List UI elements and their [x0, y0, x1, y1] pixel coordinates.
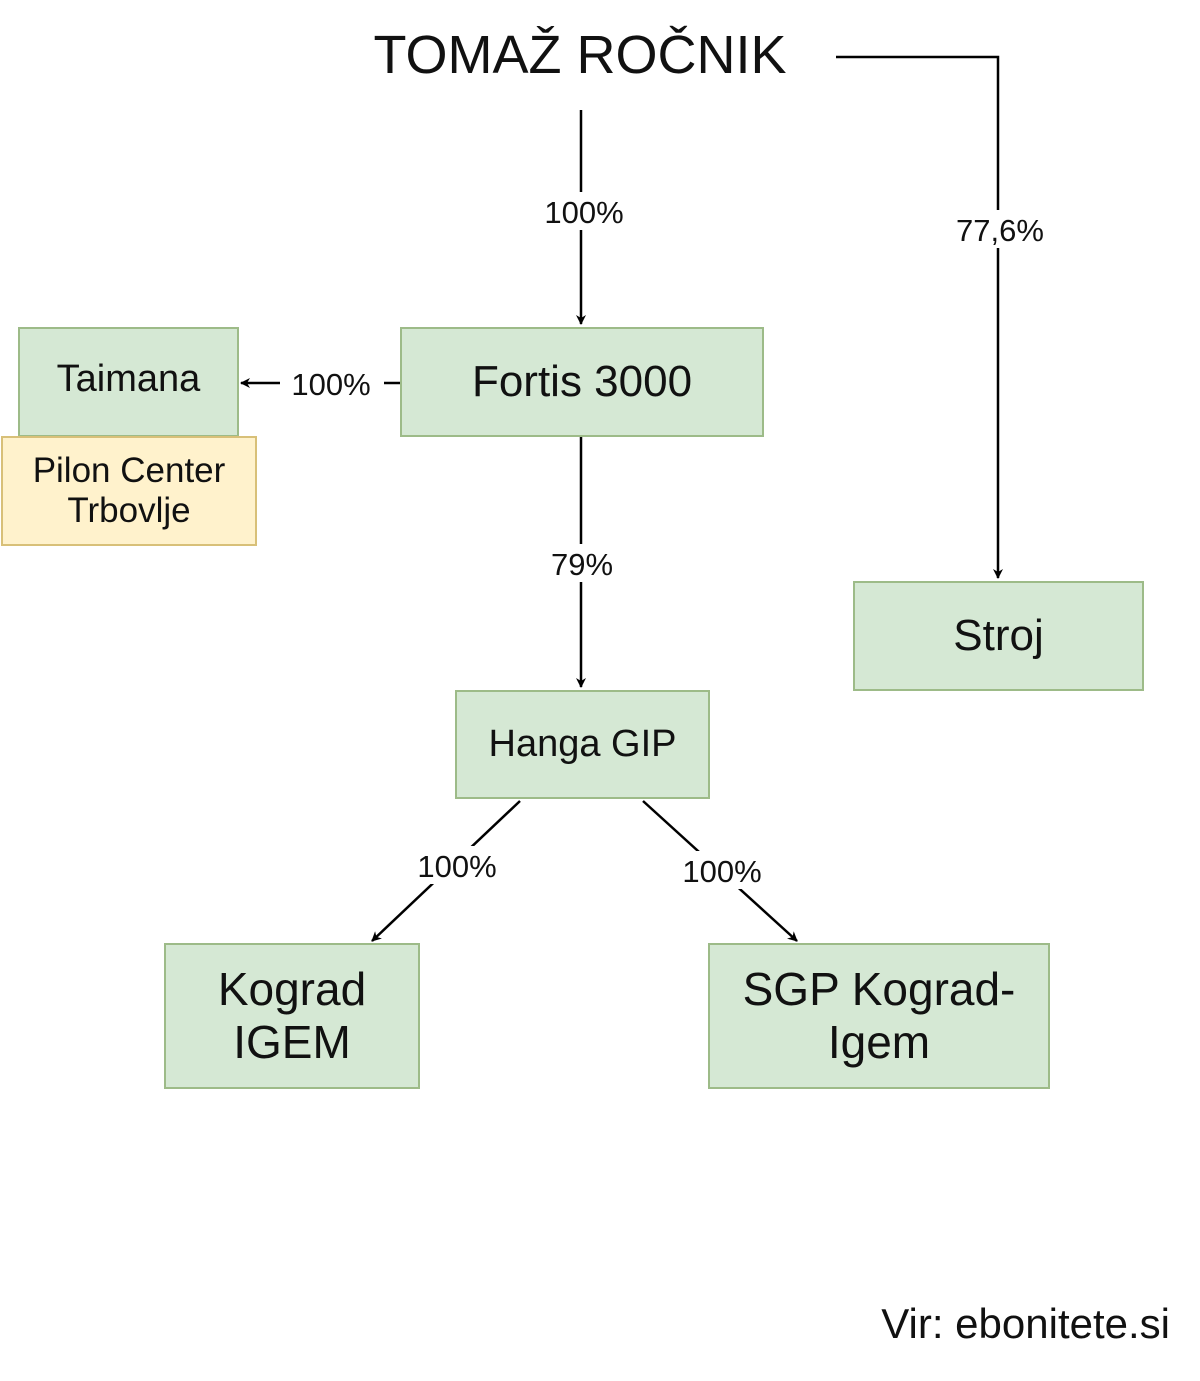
edge-label-rocnik-fortis: 100% — [544, 195, 623, 230]
edge-label-fortis-taimana: 100% — [291, 367, 370, 402]
edge-label-fortis-hanga: 79% — [551, 547, 613, 582]
source-credit: Vir: ebonitete.si — [881, 1300, 1170, 1347]
node-hanga-gip: Hanga GIP — [455, 690, 710, 799]
edge-label-hanga-sgp: 100% — [682, 854, 761, 889]
node-taimana: Taimana — [18, 327, 239, 437]
node-fortis-3000: Fortis 3000 — [400, 327, 764, 437]
edge-rocnik-stroj — [836, 55, 1003, 579]
node-stroj: Stroj — [853, 581, 1144, 691]
node-kograd-igem: Kograd IGEM — [164, 943, 420, 1089]
edge-label-rocnik-stroj: 77,6% — [956, 213, 1044, 248]
edge-label-hanga-kograd: 100% — [417, 849, 496, 884]
node-sgp-kograd-igem: SGP Kograd-Igem — [708, 943, 1050, 1089]
owner-title: TOMAŽ ROČNIK — [373, 25, 787, 85]
node-pilon-center-trbovlje: Pilon Center Trbovlje — [1, 436, 257, 546]
